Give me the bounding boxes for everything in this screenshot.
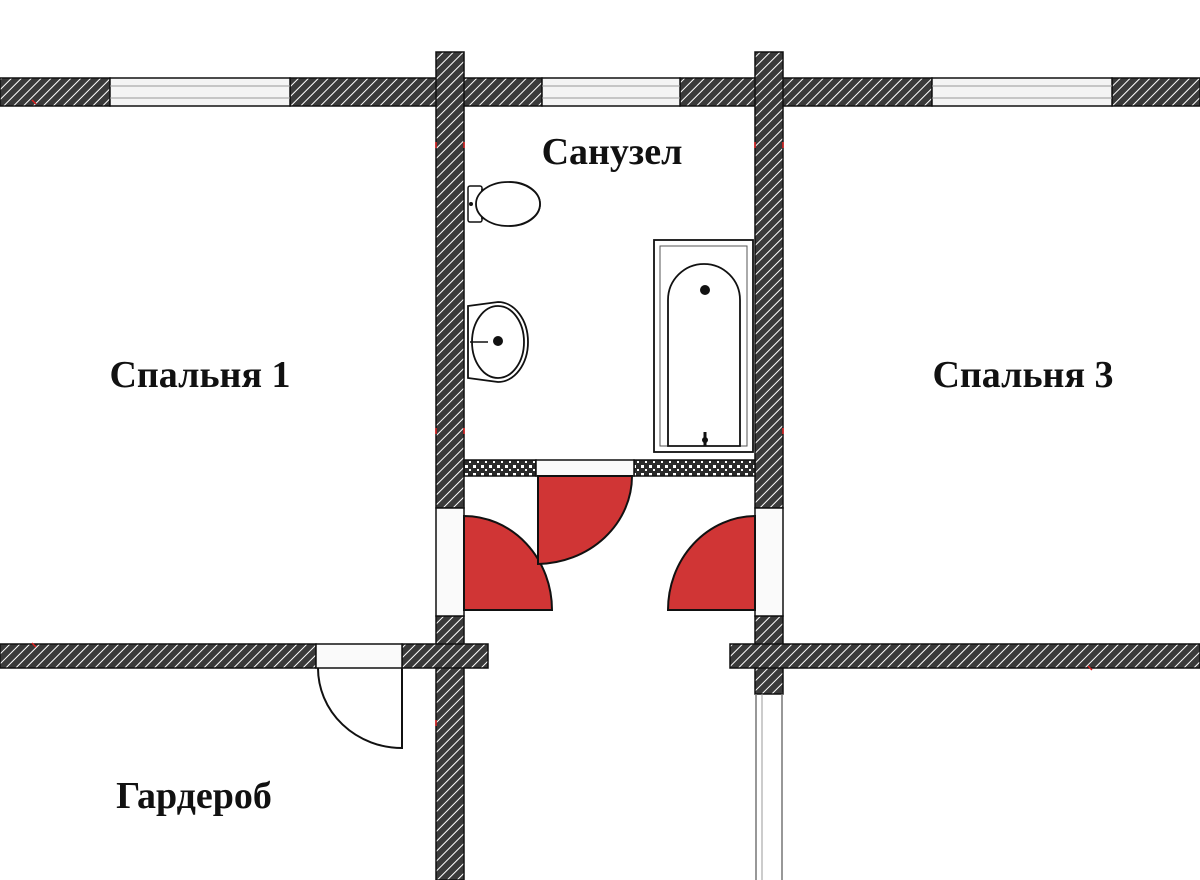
wall-vertical-right-upper (754, 51, 784, 509)
wall-horizontal-left-1 (0, 643, 317, 669)
wall-bathroom-partition-left (463, 459, 537, 477)
room-label-bathroom: Санузел (542, 131, 683, 173)
wall-horizontal-right (729, 643, 1200, 669)
reference-marks (31, 99, 1093, 726)
door-swing-icon (666, 514, 756, 611)
doors (317, 475, 756, 750)
toilet-icon (467, 181, 541, 227)
wall-bathroom-partition-right (633, 459, 756, 477)
sink-icon (467, 301, 529, 383)
wall-top-3 (679, 77, 933, 107)
wall-horizontal-left-2 (401, 643, 489, 669)
door-swing-icon (317, 667, 403, 750)
door-swing-icon (463, 514, 554, 611)
corridor-lines (755, 694, 783, 880)
wall-top-2 (289, 77, 543, 107)
wall-vertical-left-upper (435, 51, 465, 509)
window-icon (931, 77, 1113, 107)
room-label-bedroom-1: Спальня 1 (109, 354, 290, 396)
room-label-bedroom-3: Спальня 3 (932, 354, 1113, 396)
door-swing-icon (537, 475, 634, 566)
room-label-wardrobe: Гардероб (116, 775, 272, 817)
door-frames (315, 459, 784, 669)
window-icon (109, 77, 291, 107)
wall-top-4 (1111, 77, 1200, 107)
window-icon (541, 77, 681, 107)
windows (109, 77, 1113, 107)
wall-top-1 (0, 77, 111, 107)
walls (0, 51, 1200, 880)
bathtub-icon (653, 239, 754, 453)
